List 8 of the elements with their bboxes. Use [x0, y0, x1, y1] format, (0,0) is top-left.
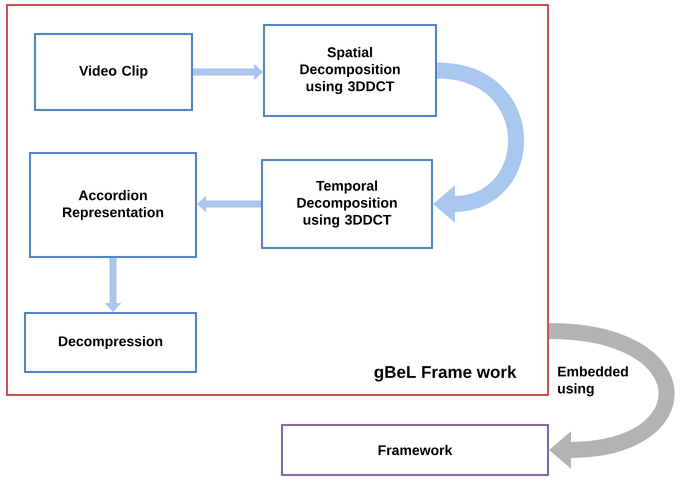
process-box: Framework [281, 424, 549, 476]
process-box: Video Clip [34, 33, 193, 111]
block-arrow [548, 323, 674, 469]
process-box: Accordion Representation [29, 152, 197, 258]
edge-label: Embedded using [558, 366, 628, 396]
process-box: Decompression [24, 312, 197, 373]
process-box: Temporal Decomposition using 3DDCT [261, 159, 433, 249]
process-box: Spatial Decomposition using 3DDCT [263, 24, 437, 117]
